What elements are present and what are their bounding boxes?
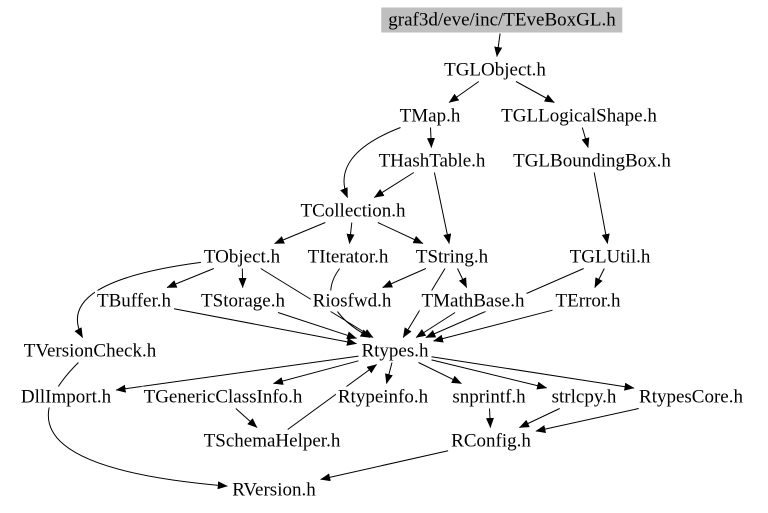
node-TGLObject[interactable]: TGLObject.h xyxy=(442,59,548,81)
node-RConfig[interactable]: RConfig.h xyxy=(449,430,533,452)
edge-TGLBoundingBox-to-TGLUtil xyxy=(593,172,610,244)
edge-TGenericClassInfo-to-TSchemaHelper xyxy=(235,408,258,428)
node-Rtypeinfo[interactable]: Rtypeinfo.h xyxy=(335,386,431,408)
edge-strlcpy-to-RConfig xyxy=(519,408,560,428)
node-TMap[interactable]: TMap.h xyxy=(397,105,463,127)
node-RtypesCore[interactable]: RtypesCore.h xyxy=(637,386,745,408)
edge-TBuffer-to-Rtypes xyxy=(173,308,357,346)
node-TIterator[interactable]: TIterator.h xyxy=(305,246,391,268)
edge-TGLObject-to-TMap xyxy=(448,81,480,103)
node-TBuffer[interactable]: TBuffer.h xyxy=(94,290,174,312)
edge-TVersionCheck-to-RVersion xyxy=(48,362,228,490)
node-Rtypes[interactable]: Rtypes.h xyxy=(359,340,431,362)
node-TString[interactable]: TString.h xyxy=(413,246,491,268)
node-RVersion[interactable]: RVersion.h xyxy=(230,479,318,501)
node-TVersionCheck[interactable]: TVersionCheck.h xyxy=(21,340,159,362)
edge-Rtypes-to-snprintf xyxy=(418,362,462,384)
node-TGLBoundingBox[interactable]: TGLBoundingBox.h xyxy=(511,150,673,172)
edge-TMap-to-TCollection xyxy=(340,127,401,198)
node-snprintf[interactable]: snprintf.h xyxy=(450,386,528,408)
node-TError[interactable]: TError.h xyxy=(553,290,623,312)
node-TGLLogicalShape[interactable]: TGLLogicalShape.h xyxy=(499,105,659,127)
edge-snprintf-to-RConfig xyxy=(485,408,494,428)
edge-Rtypes-to-RtypesCore xyxy=(431,356,635,391)
edge-Rtypes-to-Rtypeinfo xyxy=(385,362,393,384)
edge-TGLObject-to-TGLLogicalShape xyxy=(515,81,555,103)
node-TGenericClassInfo[interactable]: TGenericClassInfo.h xyxy=(141,386,305,408)
edge-TMathBase-to-Rtypes xyxy=(415,312,456,338)
edge-Rtypes-to-TGenericClassInfo xyxy=(273,360,359,385)
node-TEveBoxGL: graf3d/eve/inc/TEveBoxGL.h xyxy=(381,7,623,33)
node-TGLUtil[interactable]: TGLUtil.h xyxy=(567,246,653,268)
node-TMathBase[interactable]: TMathBase.h xyxy=(419,290,527,312)
node-TSchemaHelper[interactable]: TSchemaHelper.h xyxy=(201,430,343,452)
node-TStorage[interactable]: TStorage.h xyxy=(199,290,287,312)
edge-RtypesCore-to-RConfig xyxy=(535,408,639,433)
edge-RConfig-to-RVersion xyxy=(320,450,449,482)
edge-Rtypes-to-DllImport xyxy=(115,355,359,393)
edge-TEveBoxGL-to-TGLObject xyxy=(494,33,503,57)
edge-TObject-to-TBuffer xyxy=(166,268,214,288)
edge-TMap-to-THashTable xyxy=(426,127,435,148)
node-THashTable[interactable]: THashTable.h xyxy=(376,150,488,172)
node-strlcpy[interactable]: strlcpy.h xyxy=(549,386,619,408)
edge-TStorage-to-Rtypes xyxy=(277,312,357,340)
edge-THashTable-to-TCollection xyxy=(373,172,415,198)
edge-THashTable-to-TString xyxy=(433,172,452,244)
edge-TCollection-to-TIterator xyxy=(346,222,355,244)
edge-TError-to-Rtypes xyxy=(433,309,553,343)
node-DllImport[interactable]: DllImport.h xyxy=(18,386,114,408)
edge-TString-to-TMathBase xyxy=(457,268,468,288)
edge-TString-to-Riosfwd xyxy=(382,268,427,288)
edge-TCollection-to-TObject xyxy=(274,222,326,244)
edge-TCollection-to-TString xyxy=(377,222,424,244)
node-TCollection[interactable]: TCollection.h xyxy=(298,200,408,222)
node-TObject[interactable]: TObject.h xyxy=(201,246,283,268)
node-Riosfwd[interactable]: Riosfwd.h xyxy=(310,290,394,312)
edge-TSchemaHelper-to-Rtypes xyxy=(287,364,378,430)
edge-TGLLogicalShape-to-TGLBoundingBox xyxy=(581,127,590,148)
edge-TGLUtil-to-TError xyxy=(594,268,605,288)
edge-Rtypes-to-strlcpy xyxy=(431,359,548,390)
